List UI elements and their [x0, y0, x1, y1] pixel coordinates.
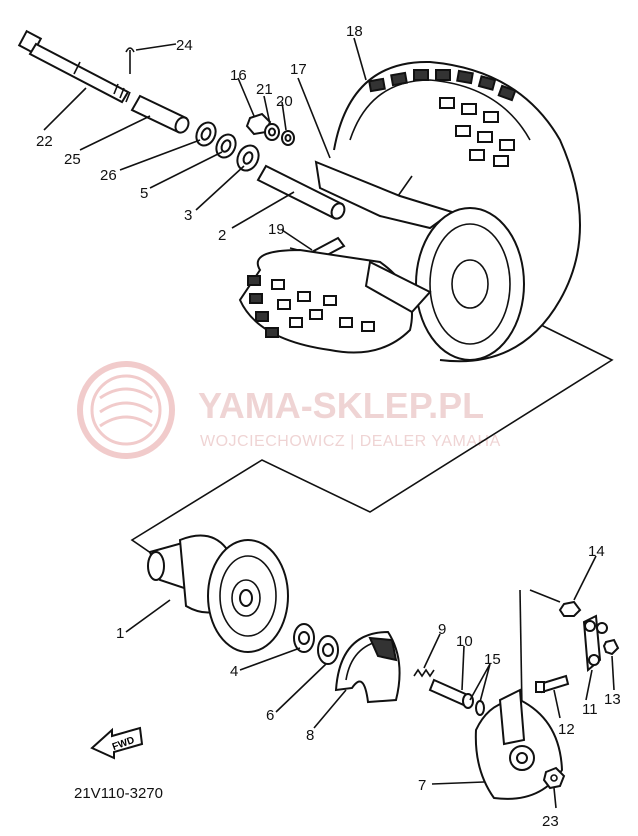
callout-25: 25 — [64, 151, 81, 168]
oil-seal — [195, 121, 217, 147]
cotter-pin — [125, 47, 135, 74]
nut-13 — [602, 638, 620, 656]
callout-15: 15 — [484, 651, 501, 668]
watermark-title: YAMA-SKLEP.PL — [198, 385, 484, 426]
washer-21 — [264, 123, 280, 141]
reference-lines — [130, 285, 614, 711]
leader-lines — [43, 37, 615, 809]
callout-14: 14 — [588, 543, 605, 560]
bearing-4 — [293, 623, 315, 653]
callout-26: 26 — [100, 167, 117, 184]
callout-23: 23 — [542, 813, 559, 830]
callout-13: 13 — [604, 691, 621, 708]
callout-2: 2 — [218, 227, 226, 244]
brake-shoe — [334, 630, 401, 704]
collar-spacer — [130, 94, 190, 134]
callout-20: 20 — [276, 93, 293, 110]
callout-11: 11 — [582, 701, 598, 718]
spacer-tube — [256, 164, 346, 220]
nut-23 — [542, 766, 566, 790]
callout-19: 19 — [268, 221, 285, 238]
callout-8: 8 — [306, 727, 314, 744]
lower-tread-blocks — [247, 275, 375, 338]
callout-4: 4 — [230, 663, 238, 680]
callout-12: 12 — [558, 721, 575, 738]
brake-camshaft — [428, 678, 474, 709]
bearing-5 — [215, 133, 237, 159]
callout-10: 10 — [456, 633, 473, 650]
callout-17: 17 — [290, 61, 307, 78]
spring — [413, 668, 435, 678]
callout-labels: 22 25 26 5 3 2 24 16 21 20 17 18 19 1 4 … — [36, 23, 621, 830]
washer-20 — [281, 130, 295, 146]
callout-18: 18 — [346, 23, 363, 40]
wheel-hub — [147, 534, 289, 653]
brake-plate — [474, 688, 564, 800]
o-ring-15 — [475, 700, 485, 716]
wheel-rim — [238, 207, 525, 361]
callout-3: 3 — [184, 207, 192, 224]
brake-arm — [582, 614, 608, 672]
watermark-subtitle: WOJCIECHOWICZ | DEALER YAMAHA — [200, 433, 501, 450]
callout-21: 21 — [256, 81, 273, 98]
bearing-3 — [236, 144, 260, 172]
callout-6: 6 — [266, 707, 274, 724]
watermark-logo-icon — [77, 361, 175, 459]
callout-24: 24 — [176, 37, 193, 54]
oil-seal-6 — [317, 635, 339, 665]
callout-7: 7 — [418, 777, 426, 794]
bolt-12 — [535, 674, 570, 694]
diagram-code: 21V110-3270 — [74, 785, 163, 802]
tire-tread-blocks — [368, 69, 517, 167]
callout-1: 1 — [116, 625, 124, 642]
callout-16: 16 — [230, 67, 247, 84]
callout-9: 9 — [438, 621, 446, 638]
fwd-arrow-icon: FWD — [90, 726, 144, 760]
nut-14 — [558, 600, 582, 617]
axle-bolt — [17, 29, 131, 104]
watermark: YAMA-SKLEP.PL WOJCIECHOWICZ | DEALER YAM… — [77, 361, 501, 459]
callout-5: 5 — [140, 185, 148, 202]
callout-22: 22 — [36, 133, 53, 150]
